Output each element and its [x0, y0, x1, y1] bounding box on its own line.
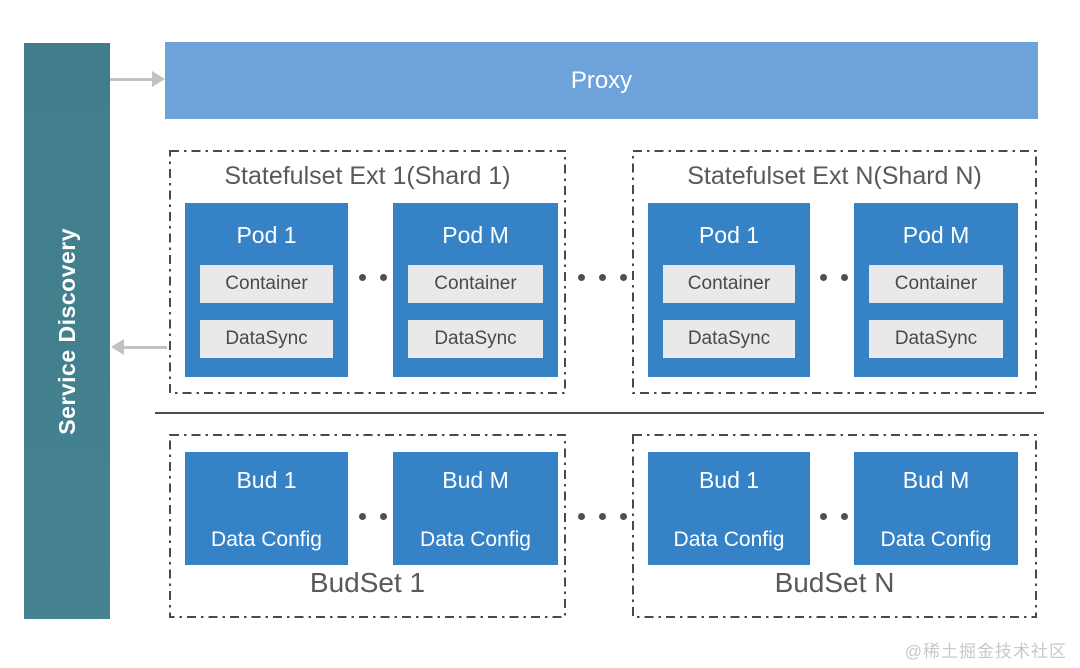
- arrow-right-icon: [152, 71, 165, 87]
- arrow-left-icon: [111, 339, 124, 355]
- pod-box: Pod 1 Container DataSync: [185, 203, 348, 377]
- container-component: Container: [200, 265, 333, 303]
- ellipsis-dots: [578, 513, 627, 520]
- ellipsis-dots: [359, 513, 387, 520]
- datasync-component: DataSync: [408, 320, 543, 358]
- statefulset-title: Statefulset Ext 1(Shard 1): [224, 162, 511, 190]
- bud-box: Bud 1 Data Config: [185, 452, 348, 565]
- budset-title: BudSet 1: [309, 567, 426, 598]
- pod-title: Pod M: [442, 222, 509, 248]
- service-discovery-bar: Service Discovery: [24, 43, 110, 619]
- proxy-bar: Proxy: [165, 42, 1038, 119]
- pod-title: Pod M: [902, 222, 970, 248]
- budset-1-box: Bud 1 Data Config Bud M Data Config BudS…: [169, 434, 566, 618]
- pod-title: Pod 1: [698, 222, 760, 248]
- budset-title: BudSet N: [774, 567, 895, 598]
- dash-dot-border: [632, 150, 1037, 394]
- bud-title: Bud 1: [236, 467, 297, 493]
- budset-n-box: Bud 1 Data Config Bud M Data Config BudS…: [632, 434, 1037, 618]
- service-discovery-label: Service Discovery: [53, 227, 80, 435]
- bud-config-label: Data Config: [420, 528, 531, 551]
- bud-box: Bud M Data Config: [854, 452, 1018, 565]
- bud-title: Bud 1: [698, 467, 760, 493]
- pod-title: Pod 1: [236, 222, 297, 248]
- arrow-line-to-discovery: [123, 346, 167, 349]
- statefulset-shard-n-box: Statefulset Ext N(Shard N) Pod 1 Contain…: [632, 150, 1037, 394]
- statefulset-title: Statefulset Ext N(Shard N): [687, 162, 982, 190]
- container-component: Container: [663, 265, 795, 303]
- bud-title: Bud M: [902, 467, 970, 493]
- dash-dot-border: [632, 434, 1037, 618]
- pod-box: Pod M Container DataSync: [393, 203, 558, 377]
- statefulset-shard-1-box: Statefulset Ext 1(Shard 1) Pod 1 Contain…: [169, 150, 566, 394]
- bud-config-label: Data Config: [880, 528, 992, 551]
- bud-config-label: Data Config: [211, 528, 322, 551]
- datasync-component: DataSync: [200, 320, 333, 358]
- datasync-component: DataSync: [663, 320, 795, 358]
- ellipsis-dots: [578, 274, 627, 281]
- dash-dot-border: [169, 434, 566, 618]
- pod-box: Pod M Container DataSync: [854, 203, 1018, 377]
- ellipsis-dots: [820, 513, 848, 520]
- pod-box: Pod 1 Container DataSync: [648, 203, 810, 377]
- ellipsis-dots: [820, 274, 848, 281]
- bud-title: Bud M: [442, 467, 509, 493]
- watermark: @稀土掘金技术社区: [904, 642, 1067, 661]
- container-component: Container: [869, 265, 1003, 303]
- bud-box: Bud 1 Data Config: [648, 452, 810, 565]
- dash-dot-border: [169, 150, 566, 394]
- bud-box: Bud M Data Config: [393, 452, 558, 565]
- ellipsis-dots: [359, 274, 387, 281]
- container-component: Container: [408, 265, 543, 303]
- section-divider: [155, 412, 1044, 414]
- bud-config-label: Data Config: [673, 528, 785, 551]
- arrow-line-to-proxy: [110, 78, 154, 81]
- datasync-component: DataSync: [869, 320, 1003, 358]
